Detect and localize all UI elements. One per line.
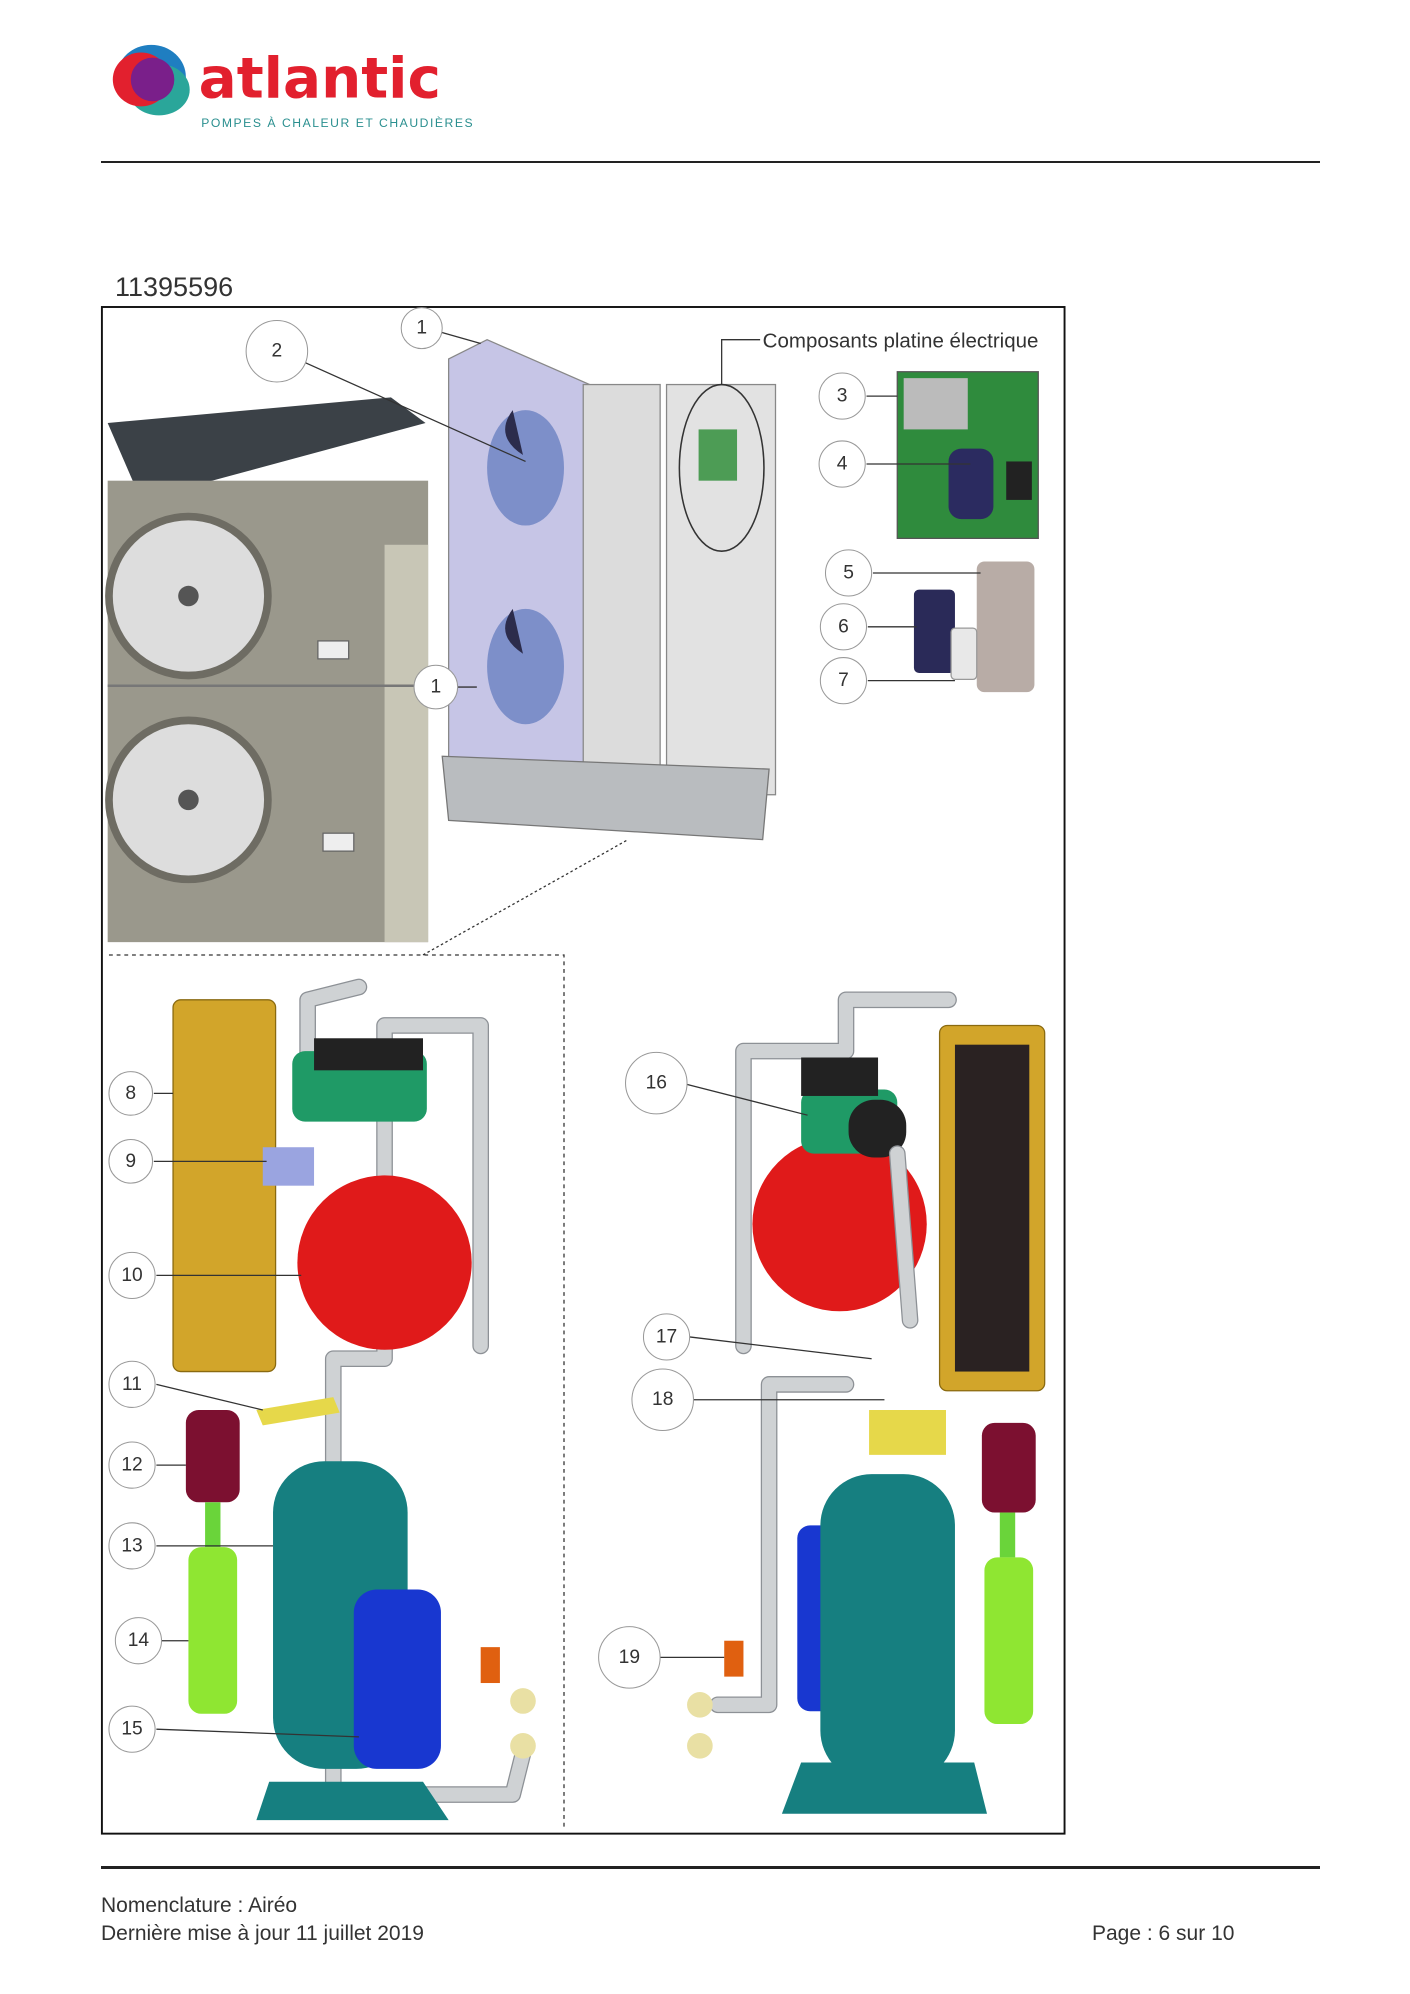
footer-updated: Dernière mise à jour 11 juillet 2019 bbox=[101, 1922, 424, 1945]
header-divider bbox=[101, 161, 1320, 163]
callout-12: 12 bbox=[108, 1441, 156, 1489]
hydraulic-module-front bbox=[172, 978, 536, 1821]
callout-8: 8 bbox=[108, 1071, 154, 1116]
footer-divider bbox=[101, 1866, 1320, 1869]
svg-text:2: 2 bbox=[272, 341, 283, 362]
logo-wordmark: atlantic bbox=[199, 46, 441, 111]
svg-text:10: 10 bbox=[121, 1265, 142, 1286]
svg-text:16: 16 bbox=[646, 1073, 667, 1094]
footer-nomenclature: Nomenclature : Airéo bbox=[101, 1894, 298, 1917]
hydraulic-module-rear bbox=[687, 991, 1046, 1814]
capacitors bbox=[913, 561, 1035, 693]
callout-16: 16 bbox=[625, 1051, 688, 1115]
atlantic-logo: atlantic POMPES À CHALEUR ET CHAUDIÈRES bbox=[112, 44, 474, 130]
part-reference: 11395596 bbox=[115, 272, 234, 302]
outdoor-unit-casing bbox=[441, 338, 777, 841]
logo-tagline: POMPES À CHALEUR ET CHAUDIÈRES bbox=[201, 115, 474, 130]
callout-13: 13 bbox=[108, 1522, 156, 1570]
leader-lines bbox=[153, 330, 981, 1738]
callout-15: 15 bbox=[108, 1705, 156, 1753]
callout-3: 3 bbox=[818, 372, 866, 420]
callout-6: 6 bbox=[819, 603, 868, 651]
svg-text:13: 13 bbox=[121, 1535, 142, 1556]
svg-text:9: 9 bbox=[125, 1151, 136, 1172]
svg-text:3: 3 bbox=[837, 386, 848, 407]
callout-4: 4 bbox=[818, 440, 866, 488]
callout-5: 5 bbox=[824, 549, 873, 597]
svg-text:4: 4 bbox=[837, 454, 848, 475]
callout-7: 7 bbox=[819, 657, 868, 705]
electrical-board bbox=[896, 371, 1039, 540]
callout-2: 2 bbox=[245, 319, 309, 383]
callout-1: 1 bbox=[400, 307, 443, 350]
svg-text:18: 18 bbox=[652, 1389, 673, 1410]
callout-11: 11 bbox=[108, 1360, 156, 1408]
outdoor-unit-assembled bbox=[105, 397, 429, 943]
callout-10: 10 bbox=[108, 1251, 156, 1299]
footer-page-number: Page : 6 sur 10 bbox=[1092, 1922, 1235, 1945]
svg-text:6: 6 bbox=[838, 616, 849, 637]
svg-text:15: 15 bbox=[121, 1719, 142, 1740]
callout-14: 14 bbox=[114, 1617, 163, 1665]
svg-text:8: 8 bbox=[125, 1083, 136, 1104]
fan-icon bbox=[487, 410, 564, 526]
svg-text:1: 1 bbox=[416, 318, 427, 339]
svg-text:5: 5 bbox=[843, 562, 854, 583]
svg-text:14: 14 bbox=[128, 1630, 150, 1651]
callout-19: 19 bbox=[598, 1626, 661, 1689]
callout-17: 17 bbox=[642, 1313, 691, 1361]
svg-text:12: 12 bbox=[121, 1455, 142, 1476]
callout-9: 9 bbox=[108, 1139, 154, 1184]
callout-1-lower: 1 bbox=[413, 664, 459, 710]
callout-18: 18 bbox=[631, 1368, 694, 1432]
svg-text:17: 17 bbox=[656, 1326, 677, 1347]
svg-text:11: 11 bbox=[122, 1374, 142, 1395]
svg-text:7: 7 bbox=[838, 670, 849, 691]
fan-icon bbox=[487, 608, 564, 725]
svg-text:19: 19 bbox=[619, 1647, 640, 1668]
group-label: Composants platine électrique bbox=[763, 329, 1039, 352]
svg-text:1: 1 bbox=[430, 677, 441, 698]
